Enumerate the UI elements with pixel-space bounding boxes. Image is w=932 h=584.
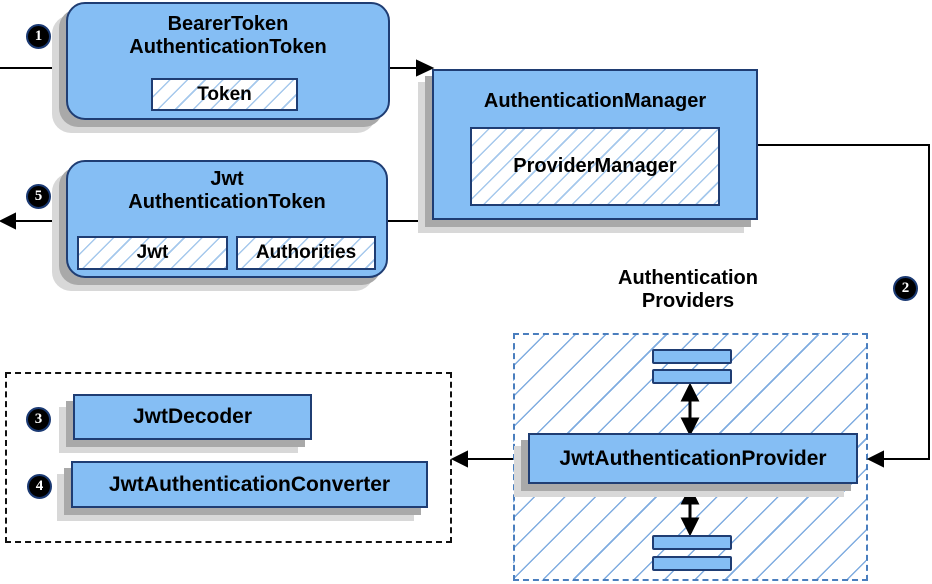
step-1-badge: 1 <box>26 24 51 49</box>
providers-label-line2: Providers <box>641 290 735 312</box>
authentication-providers-label: Authentication Providers <box>588 267 788 313</box>
authentication-manager-title: AuthenticationManager <box>483 90 707 112</box>
jwt-authentication-provider-node: JwtAuthenticationProvider <box>528 433 858 484</box>
provider-list-bar-4 <box>652 556 732 571</box>
jwt-authentication-converter-node: JwtAuthenticationConverter <box>71 461 428 508</box>
step-2-badge: 2 <box>893 276 918 301</box>
token-chip: Token <box>151 78 298 111</box>
jwt-token-title-line1: Jwt <box>210 168 244 190</box>
provider-list-bar-2 <box>652 369 732 384</box>
provider-list-bar-1 <box>652 349 732 364</box>
provider-list-bar-3 <box>652 535 732 550</box>
provider-manager-chip: ProviderManager <box>470 127 720 206</box>
exit-arrowhead-icon <box>0 212 16 230</box>
authorities-chip: Authorities <box>236 236 376 270</box>
bearer-token-title-line2: AuthenticationToken <box>129 36 327 58</box>
step-4-badge: 4 <box>27 474 52 499</box>
jwt-chip: Jwt <box>77 236 228 270</box>
bearer-token-title-line1: BearerToken <box>167 13 289 35</box>
step-5-badge: 5 <box>26 184 51 209</box>
bearer-to-manager-arrowhead-icon <box>416 59 435 77</box>
provider-to-decoder-arrowhead-icon <box>450 450 468 468</box>
jwt-decoder-node: JwtDecoder <box>73 394 312 440</box>
jwt-token-title-line2: AuthenticationToken <box>128 191 326 213</box>
manager-to-provider-arrowhead-icon <box>866 450 884 468</box>
step-3-badge: 3 <box>26 407 51 432</box>
providers-label-line1: Authentication <box>618 267 758 289</box>
